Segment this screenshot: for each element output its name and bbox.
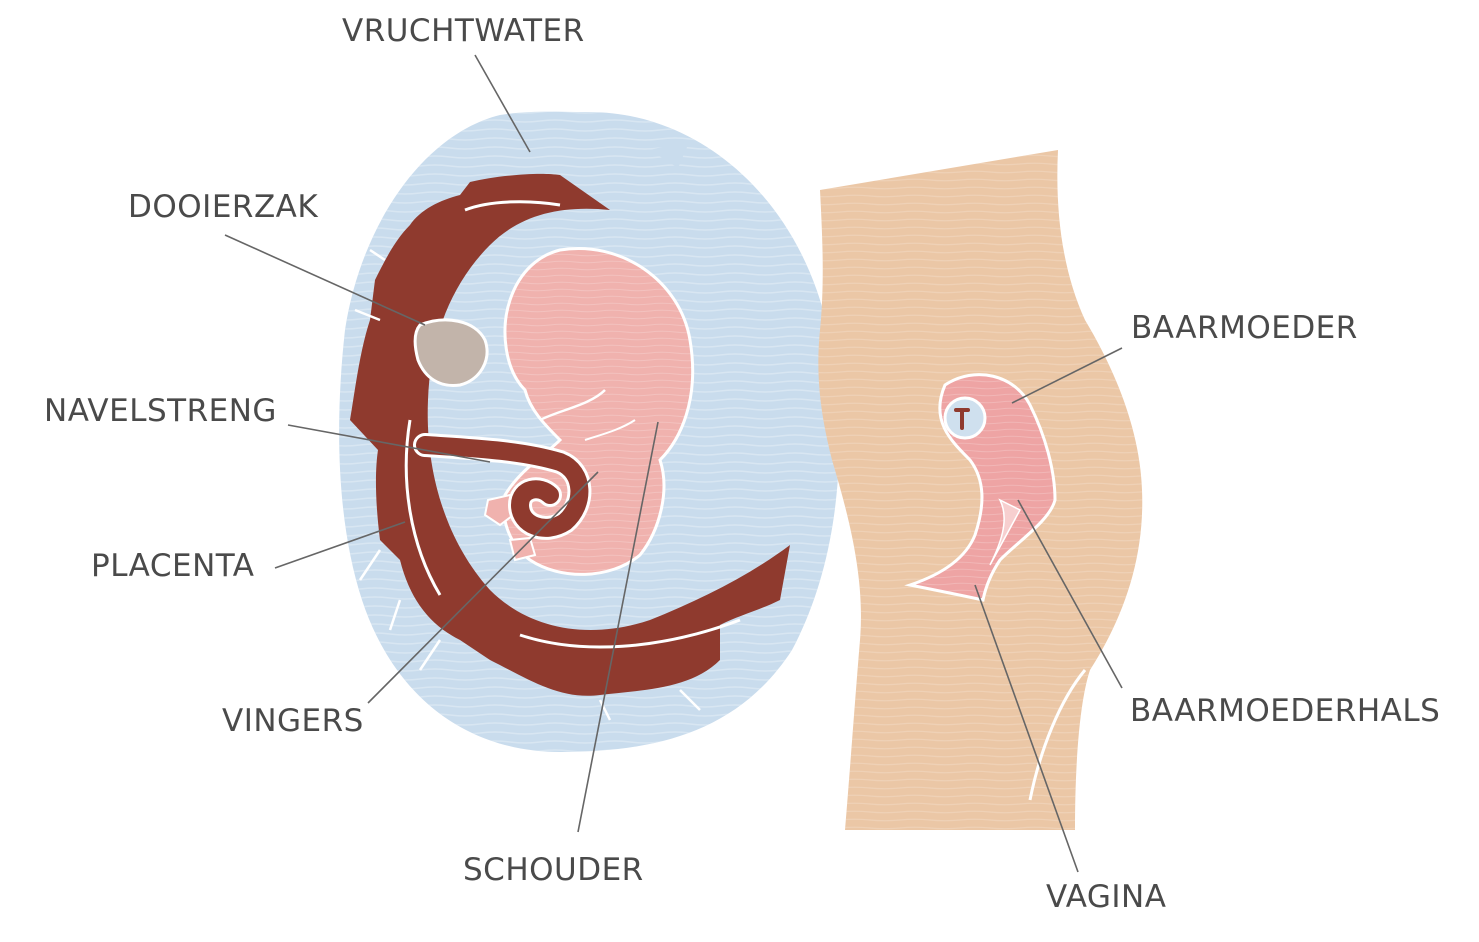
- label-placenta: PLACENTA: [91, 548, 255, 584]
- label-schouder: SCHOUDER: [463, 852, 644, 888]
- yolk-sac-shape: [413, 318, 489, 388]
- label-baarmoederhals: BAARMOEDERHALS: [1130, 693, 1441, 729]
- uterus-shape: [904, 373, 1057, 602]
- label-navelstreng: NAVELSTRENG: [44, 393, 277, 429]
- label-dooierzak: DOOIERZAK: [128, 189, 319, 225]
- leader-lines: [224, 54, 1123, 873]
- umbilical-cord-shape: [413, 433, 592, 540]
- label-vruchtwater: VRUCHTWATER: [342, 13, 585, 49]
- label-vagina: VAGINA: [1046, 879, 1167, 915]
- label-vingers: VINGERS: [222, 703, 364, 739]
- placenta-shape: [350, 173, 790, 721]
- label-baarmoeder: BAARMOEDER: [1131, 310, 1358, 346]
